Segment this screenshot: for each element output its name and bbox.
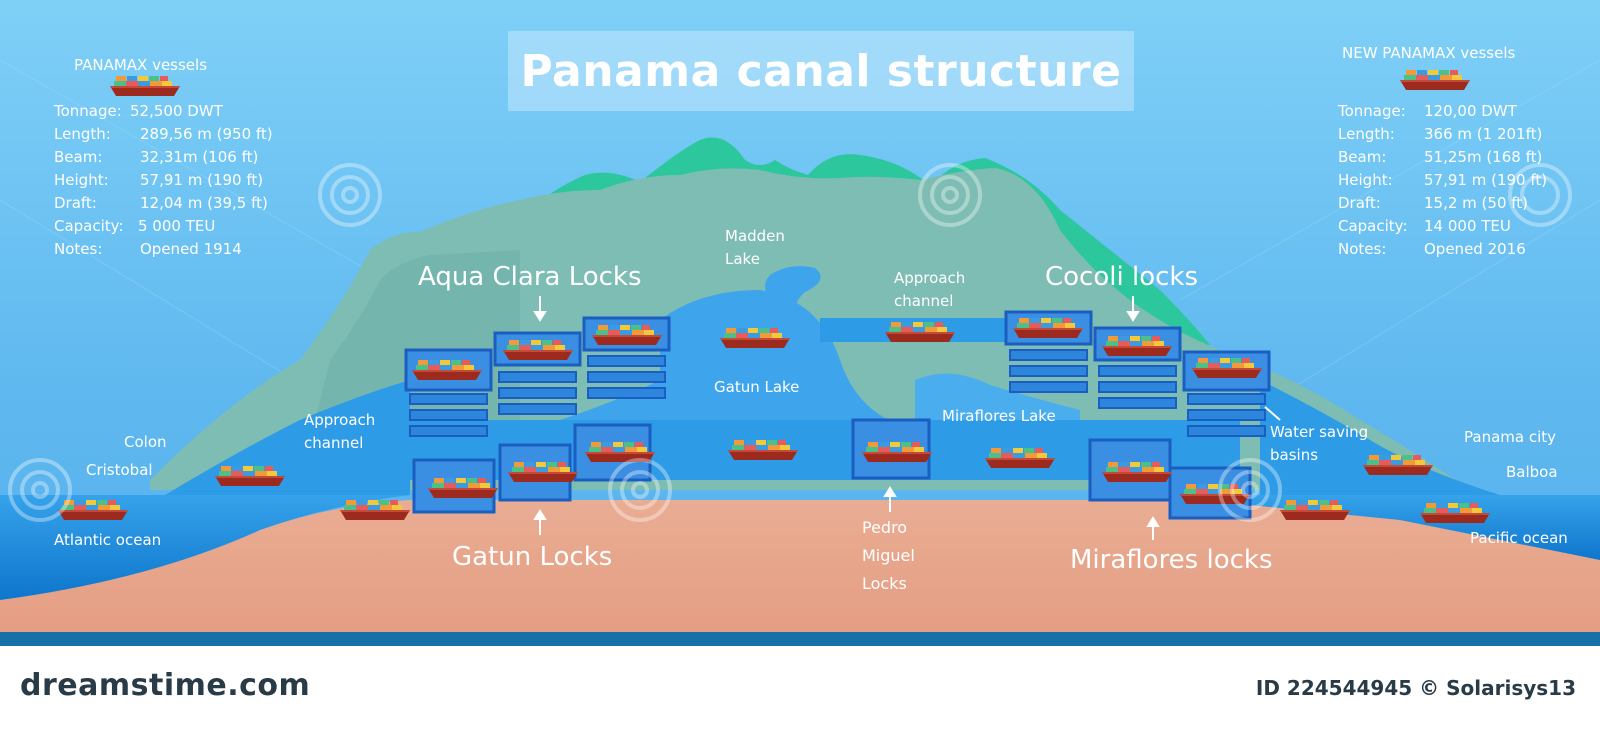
canal-illustration <box>0 0 1600 646</box>
pacific-water <box>1200 495 1600 560</box>
title-panel: Panama canal structure <box>508 31 1134 111</box>
spec-key: Length: <box>54 125 111 143</box>
label-arrows <box>533 296 1281 540</box>
label-colon: Colon <box>124 433 167 451</box>
spec-value: 57,91 m (190 ft) <box>1424 171 1548 189</box>
atlantic-water <box>0 495 410 600</box>
spec-value: 52,500 DWT <box>130 102 223 120</box>
spec-row: Capacity: 14 000 TEU <box>1338 215 1547 238</box>
spec-value: Opened 2016 <box>1424 240 1526 258</box>
spec-value: 120,00 DWT <box>1424 102 1517 120</box>
label-madden-2: Lake <box>725 250 760 268</box>
label-balboa: Balboa <box>1506 463 1558 481</box>
spec-key: Draft: <box>1338 194 1381 212</box>
spec-row: Draft: 15,2 m (50 ft) <box>1338 192 1547 215</box>
spec-row: Height: 57,91 m (190 ft) <box>54 169 273 192</box>
spec-key: Capacity: <box>1338 217 1408 235</box>
label-approach-left-1: Approach <box>304 411 376 429</box>
label-gatun-locks: Gatun Locks <box>452 542 613 572</box>
land <box>0 500 1600 646</box>
dreamstime-logo: dreamstime.com <box>20 668 311 703</box>
spec-value: 57,91 m (190 ft) <box>140 171 264 189</box>
spec-key: Notes: <box>54 240 103 258</box>
label-miraflores-locks: Miraflores locks <box>1070 545 1273 575</box>
spec-row: Tonnage: 120,00 DWT <box>1338 100 1547 123</box>
spec-key: Height: <box>1338 171 1393 189</box>
spec-row: Tonnage: 52,500 DWT <box>54 100 273 123</box>
label-cristobal: Cristobal <box>86 461 153 479</box>
label-gatun-lake: Gatun Lake <box>714 378 800 396</box>
page-title: Panama canal structure <box>520 45 1122 97</box>
panamax-specs: Tonnage: 52,500 DWT Length: 289,56 m (950 … <box>54 100 273 261</box>
spec-value: Opened 1914 <box>140 240 242 258</box>
spec-value: 51,25m (168 ft) <box>1424 148 1543 166</box>
panamax-heading: PANAMAX vessels <box>74 56 208 74</box>
spec-row: Notes: Opened 1914 <box>54 238 273 261</box>
spec-key: Notes: <box>1338 240 1387 258</box>
footer-band <box>0 632 1600 646</box>
spec-key: Tonnage: <box>54 102 122 120</box>
image-credit: ID 224544945 © Solarisys13 <box>1255 676 1576 700</box>
spec-key: Tonnage: <box>1338 102 1406 120</box>
label-miraflores-lake: Miraflores Lake <box>942 407 1056 425</box>
spec-value: 5 000 TEU <box>138 217 216 235</box>
spec-key: Beam: <box>1338 148 1387 166</box>
new-panamax-specs: Tonnage: 120,00 DWT Length: 366 m (1 201ft… <box>1338 100 1547 261</box>
label-madden-1: Madden <box>725 227 785 245</box>
spec-row: Notes: Opened 2016 <box>1338 238 1547 261</box>
label-aqua-clara-locks: Aqua Clara Locks <box>418 262 642 292</box>
cocoli-basins <box>1009 349 1266 437</box>
spec-value: 15,2 m (50 ft) <box>1424 194 1529 212</box>
spec-row: Length: 289,56 m (950 ft) <box>54 123 273 146</box>
spec-value: 289,56 m (950 ft) <box>140 125 273 143</box>
spec-key: Height: <box>54 171 109 189</box>
label-water-saving-2: basins <box>1270 446 1319 464</box>
footer-bar: dreamstime.com ID 224544945 © Solarisys1… <box>0 646 1600 736</box>
label-pedro-miguel-3: Locks <box>862 574 907 593</box>
spec-row: Height: 57,91 m (190 ft) <box>1338 169 1547 192</box>
watermark-spirals <box>8 163 1572 522</box>
new-panamax-heading: NEW PANAMAX vessels <box>1342 44 1516 62</box>
label-pedro-miguel-1: Pedro <box>862 518 908 537</box>
spec-key: Length: <box>1338 125 1395 143</box>
spec-row: Beam: 51,25m (168 ft) <box>1338 146 1547 169</box>
spec-row: Capacity: 5 000 TEU <box>54 215 273 238</box>
spec-value: 32,31m (106 ft) <box>140 148 259 166</box>
spec-key: Beam: <box>54 148 103 166</box>
spec-key: Capacity: <box>54 217 124 235</box>
label-approach-left-2: channel <box>304 434 364 452</box>
spec-value: 14 000 TEU <box>1424 217 1511 235</box>
spec-row: Length: 366 m (1 201ft) <box>1338 123 1547 146</box>
madden-lake-water <box>765 266 821 319</box>
aqua-clara-basins <box>409 355 666 437</box>
label-atlantic-ocean: Atlantic ocean <box>54 531 162 549</box>
spec-value: 366 m (1 201ft) <box>1424 125 1543 143</box>
label-approach-top-1: Approach <box>894 269 966 287</box>
approach-channel-right <box>1260 380 1500 495</box>
spec-row: Beam: 32,31m (106 ft) <box>54 146 273 169</box>
label-approach-top-2: channel <box>894 292 954 310</box>
spec-key: Draft: <box>54 194 97 212</box>
label-pedro-miguel-2: Miguel <box>862 546 915 565</box>
spec-row: Draft: 12,04 m (39,5 ft) <box>54 192 273 215</box>
label-pacific-ocean: Pacific ocean <box>1470 529 1568 547</box>
label-cocoli-locks: Cocoli locks <box>1045 262 1199 292</box>
label-water-saving-1: Water saving <box>1270 423 1369 441</box>
label-panama-city: Panama city <box>1464 428 1557 446</box>
spec-value: 12,04 m (39,5 ft) <box>140 194 268 212</box>
